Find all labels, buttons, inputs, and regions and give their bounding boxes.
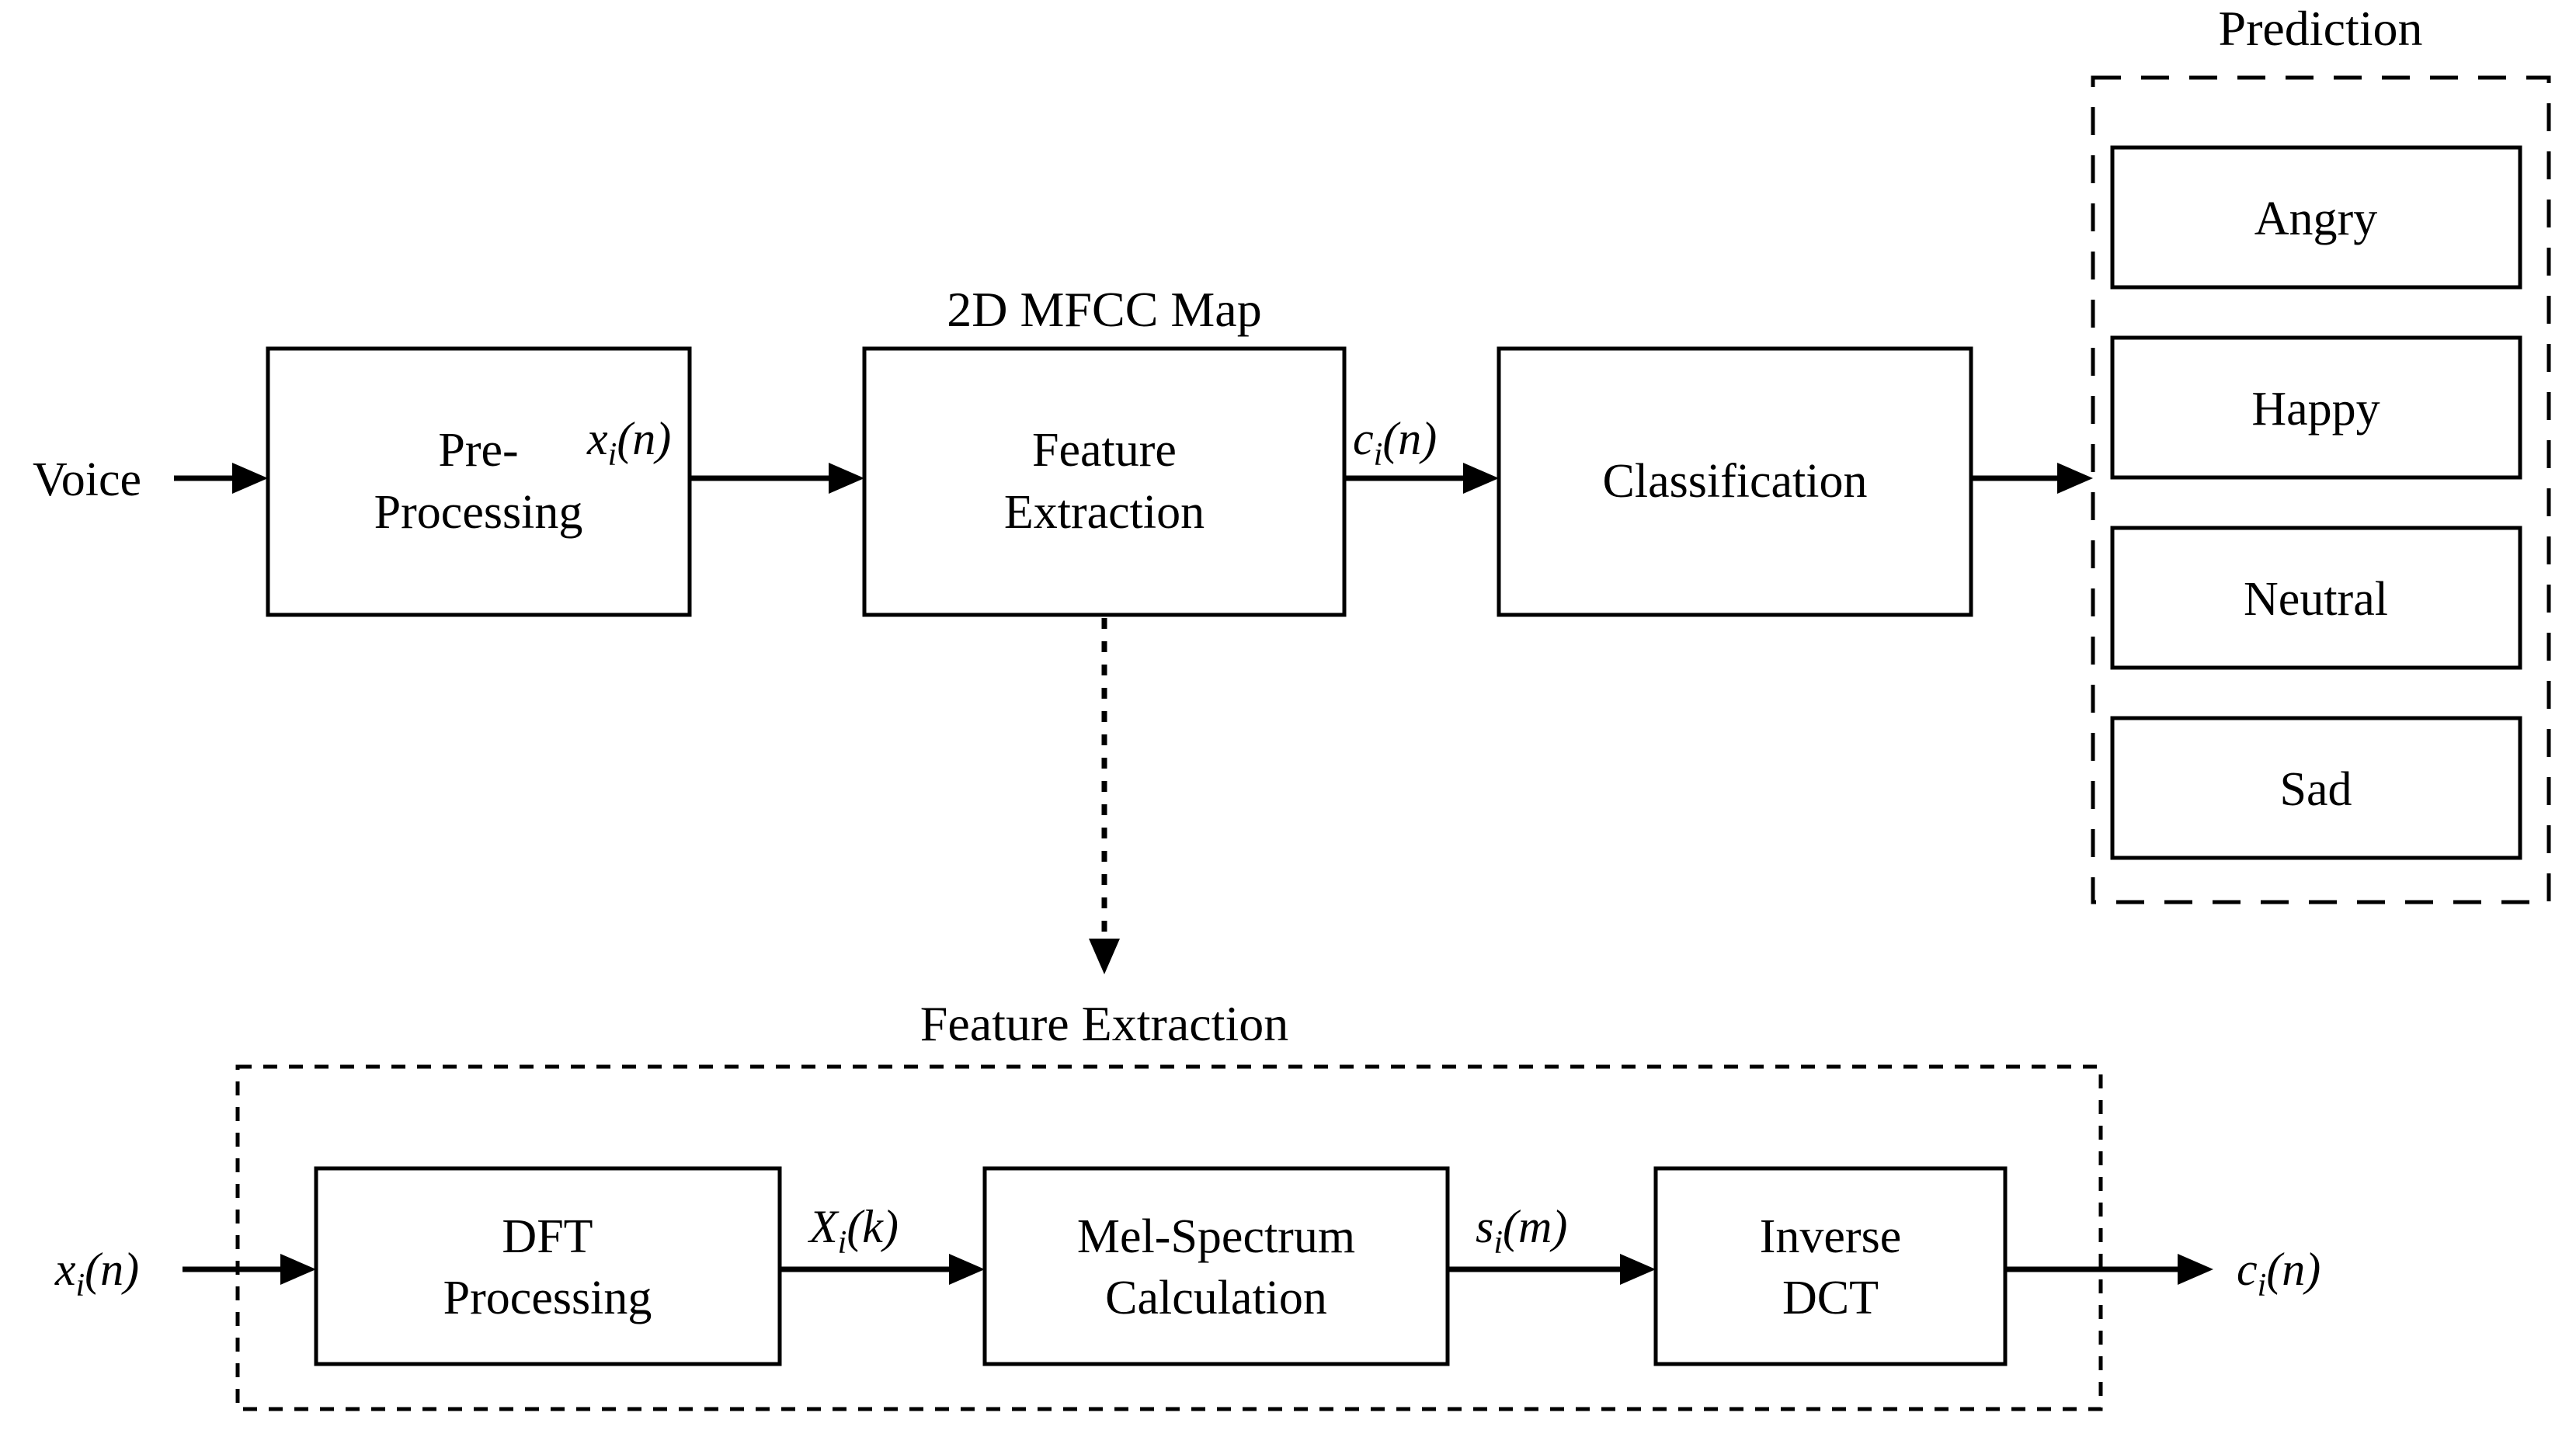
arrowhead-icon <box>829 463 864 494</box>
cout-tail: (n) <box>2266 1244 2320 1295</box>
mel-spectrum-label-line2: Calculation <box>1105 1272 1327 1324</box>
prediction-class-sad-label: Sad <box>2280 763 2352 816</box>
feature-extraction-detail-title: Feature Extraction <box>920 996 1288 1051</box>
feature-extraction-box <box>862 346 1347 617</box>
prediction-class-sad-box <box>2110 716 2522 860</box>
arrowhead-icon <box>1620 1254 1656 1285</box>
feature-extraction-dashed-box <box>235 1064 2103 1411</box>
cin-tail: (n) <box>1382 413 1437 464</box>
detail-xin-tail: (n) <box>85 1244 139 1295</box>
inverse-dct-label-line1: Inverse <box>1760 1210 1901 1263</box>
xk-sub: i <box>838 1225 847 1261</box>
dft-processing-label-line2: Processing <box>443 1272 652 1324</box>
arrowhead-icon <box>280 1254 316 1285</box>
cout-main: c <box>2237 1244 2258 1295</box>
signal-label-sm: si(m) <box>1476 1201 1567 1261</box>
signal-label-cin: ci(n) <box>1353 413 1437 473</box>
inverse-dct-label-line2: DCT <box>1782 1272 1879 1324</box>
arrowhead-icon <box>2057 463 2093 494</box>
prediction-dashed-box <box>2091 75 2551 904</box>
arrow-preprocessing-to-fe <box>690 463 864 494</box>
detail-xin-sub: i <box>76 1268 85 1303</box>
sm-sub: i <box>1493 1225 1503 1261</box>
preprocessing-label-line1: Pre- <box>438 424 518 477</box>
detail-signal-label-cout: ci(n) <box>2237 1244 2320 1303</box>
arrowhead-icon <box>232 463 268 494</box>
preprocessing-box <box>266 346 692 617</box>
arrow-mel-to-idct <box>1448 1254 1656 1285</box>
prediction-class-neutral-box <box>2110 526 2522 670</box>
prediction-title: Prediction <box>2218 1 2422 56</box>
arrow-fe-to-classification <box>1344 463 1499 494</box>
cin-main: c <box>1353 413 1374 464</box>
detail-signal-label-xin: xi(n) <box>54 1244 139 1303</box>
sm-tail: (m) <box>1503 1201 1567 1252</box>
preprocessing-label-line2: Processing <box>374 486 583 539</box>
voice-input-label: Voice <box>33 453 141 506</box>
arrowhead-icon <box>2178 1254 2213 1285</box>
xin-tail: (n) <box>617 413 671 464</box>
arrow-voice-to-preprocessing <box>174 463 268 494</box>
prediction-class-happy-box <box>2110 335 2522 480</box>
detail-xin-main: x <box>54 1244 76 1295</box>
prediction-class-angry-box <box>2110 145 2522 290</box>
xin-sub: i <box>608 437 617 473</box>
cin-sub: i <box>1374 437 1383 473</box>
feature-extraction-label-line2: Extraction <box>1004 486 1205 539</box>
xk-main: X <box>808 1201 840 1252</box>
xk-tail: (k) <box>846 1201 899 1252</box>
inverse-dct-box <box>1653 1166 2008 1366</box>
dft-processing-label-line1: DFT <box>502 1210 593 1263</box>
arrow-classification-to-prediction <box>1971 463 2093 494</box>
arrowhead-icon <box>949 1254 985 1285</box>
feature-extraction-label-line1: Feature <box>1032 424 1177 477</box>
xin-main: x <box>586 413 608 464</box>
arrow-xin-to-dft <box>183 1254 316 1285</box>
dft-processing-box <box>314 1166 782 1366</box>
prediction-class-angry-label: Angry <box>2254 193 2377 245</box>
prediction-class-neutral-label: Neutral <box>2244 573 2388 626</box>
arrow-idct-to-output <box>2005 1254 2213 1285</box>
mel-spectrum-label-line1: Mel-Spectrum <box>1077 1210 1355 1263</box>
classification-box <box>1497 346 1973 617</box>
mfcc-map-title: 2D MFCC Map <box>947 282 1261 337</box>
arrow-fe-to-detail <box>1089 618 1120 974</box>
classification-label: Classification <box>1603 455 1868 508</box>
sm-main: s <box>1476 1201 1493 1252</box>
cout-sub: i <box>2258 1268 2267 1303</box>
signal-label-xk: Xi(k) <box>808 1201 899 1261</box>
signal-label-xin: xi(n) <box>586 413 671 473</box>
arrowhead-icon <box>1463 463 1499 494</box>
arrow-dft-to-mel <box>780 1254 985 1285</box>
prediction-class-happy-label: Happy <box>2251 383 2380 436</box>
mel-spectrum-box <box>982 1166 1450 1366</box>
arrowhead-icon <box>1089 939 1120 974</box>
